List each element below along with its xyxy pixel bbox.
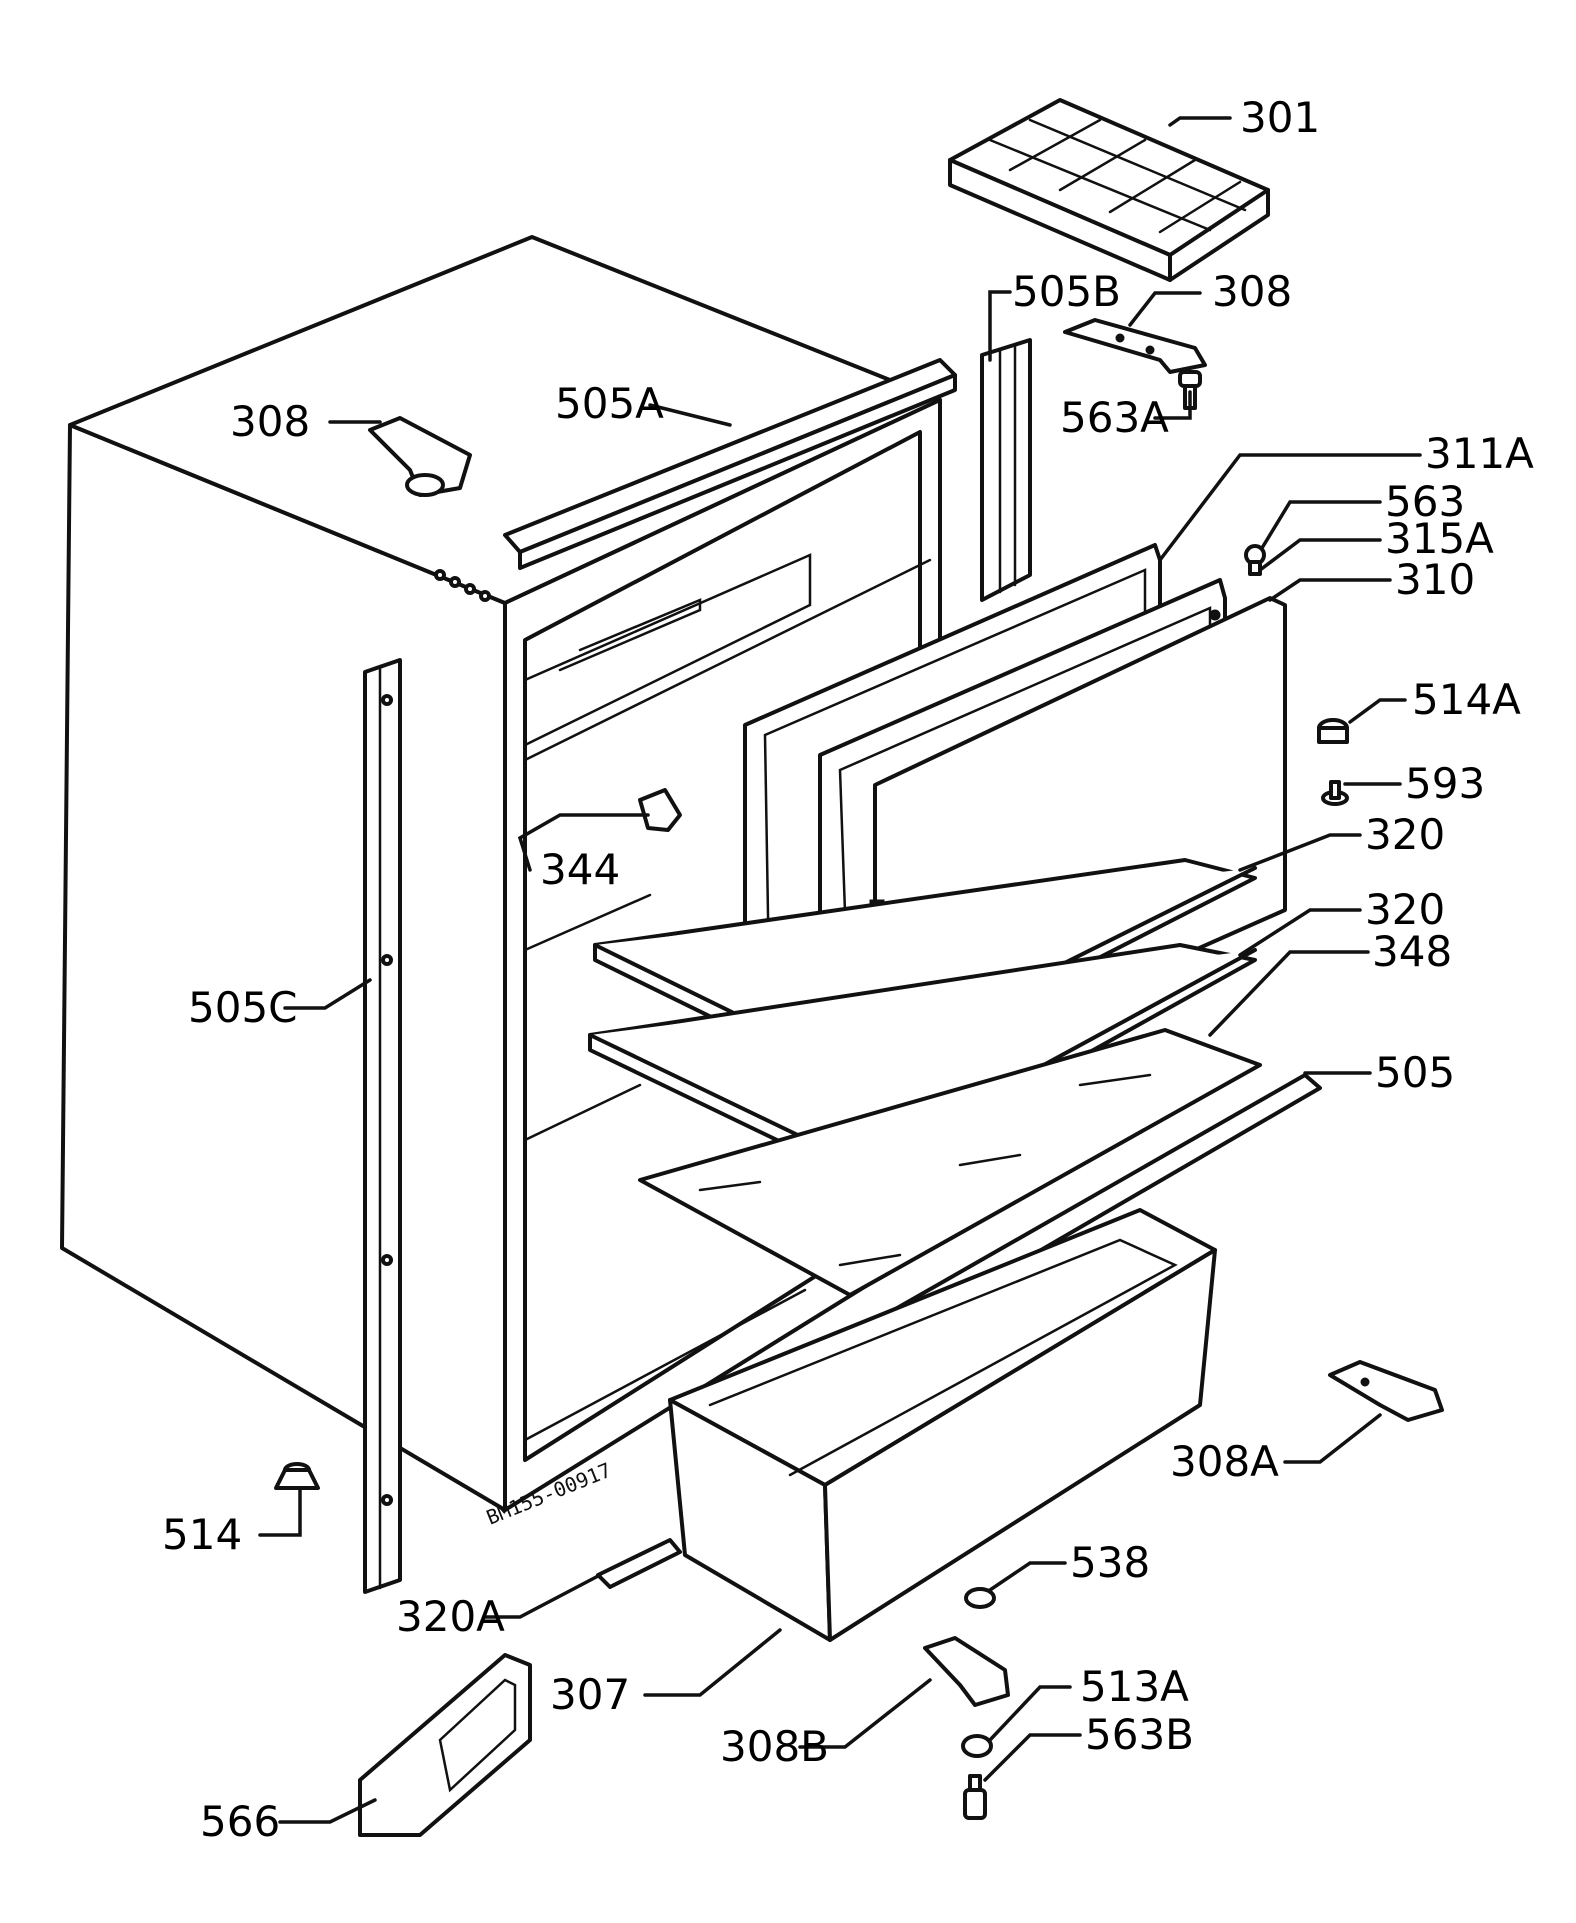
label-514a: 514A — [1412, 675, 1521, 724]
part-301-ice-tray — [948, 98, 1270, 282]
cabinet-side-panel — [60, 423, 507, 1512]
part-308b-hinge — [923, 1636, 1010, 1707]
part-505a-top-rail — [503, 358, 957, 570]
part-514a-foot — [1317, 718, 1349, 744]
part-344-clip — [638, 788, 682, 832]
part-308a-hinge-bottom — [1328, 1360, 1444, 1422]
part-593-screw — [1321, 780, 1349, 806]
label-563: 563 — [1385, 477, 1465, 526]
part-505b-vertical-strip — [980, 338, 1032, 602]
part-538-plug — [964, 1587, 996, 1609]
leader-lines — [258, 116, 1422, 1824]
label-563a: 563A — [1060, 393, 1169, 442]
part-513a-bushing — [961, 1734, 993, 1758]
label-308a: 308A — [1170, 1437, 1279, 1486]
part-566-hinge-cover — [358, 1653, 532, 1837]
label-505c: 505C — [188, 983, 298, 1032]
part-348-glass-plate — [638, 1028, 1262, 1297]
label-563b: 563B — [1085, 1710, 1194, 1759]
part-labels: 301 505B 308 308 505A 563A 311A 563 315A… — [162, 93, 1534, 1846]
label-514: 514 — [162, 1510, 242, 1559]
label-320-lower: 320 — [1365, 885, 1445, 934]
part-320a-bracket — [596, 1538, 682, 1589]
label-566: 566 — [200, 1797, 280, 1846]
label-348: 348 — [1372, 927, 1452, 976]
part-320-shelf-lower — [588, 943, 1257, 1182]
label-308-left: 308 — [230, 397, 310, 446]
label-310: 310 — [1395, 555, 1475, 604]
label-315a: 315A — [1385, 514, 1494, 563]
label-320-upper: 320 — [1365, 810, 1445, 859]
label-505: 505 — [1375, 1048, 1455, 1097]
label-311a: 311A — [1425, 429, 1534, 478]
label-505b: 505B — [1012, 267, 1121, 316]
label-593: 593 — [1405, 759, 1485, 808]
part-308-hinge-left — [368, 416, 472, 497]
part-505c-side-strip — [363, 658, 402, 1594]
part-514-foot — [274, 1462, 320, 1490]
label-538: 538 — [1070, 1538, 1150, 1587]
label-505a: 505A — [555, 379, 664, 428]
part-308-hinge-top — [1063, 318, 1207, 374]
part-307-crisper-drawer — [668, 1208, 1217, 1642]
freezer-compartment — [523, 553, 812, 747]
label-307: 307 — [550, 1670, 630, 1719]
label-301: 301 — [1240, 93, 1320, 142]
label-308-top: 308 — [1212, 267, 1292, 316]
label-308b: 308B — [720, 1722, 829, 1771]
label-513a: 513A — [1080, 1662, 1189, 1711]
label-344: 344 — [540, 845, 620, 894]
part-563b-screw — [963, 1774, 987, 1820]
label-320a: 320A — [396, 1592, 505, 1641]
